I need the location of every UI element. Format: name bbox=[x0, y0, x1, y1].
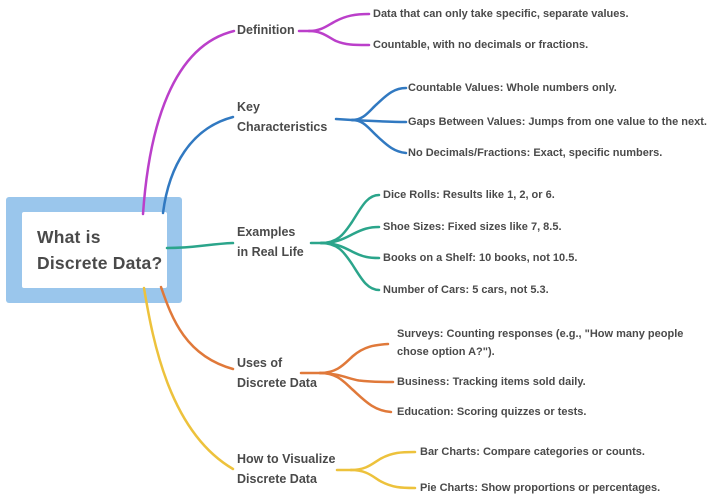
branch-label-key-characteristics[interactable]: Key Characteristics bbox=[237, 98, 327, 137]
examples-child-curve-1 bbox=[319, 193, 381, 245]
leaf-uses-2[interactable]: Business: Tracking items sold daily. bbox=[397, 376, 586, 388]
root-title-line-1: What is bbox=[37, 227, 101, 247]
leaf-visualize-2[interactable]: Pie Charts: Show proportions or percenta… bbox=[420, 482, 661, 494]
leaf-uses-1[interactable]: Surveys: Counting responses (e.g., "How … bbox=[397, 328, 684, 358]
root-title-line-2: Discrete Data? bbox=[37, 253, 163, 273]
definition-child-curve-1 bbox=[307, 12, 371, 33]
branch-label-examples[interactable]: Examples in Real Life bbox=[237, 223, 304, 262]
branch-label-line: Examples bbox=[237, 225, 296, 239]
leaf-key-1[interactable]: Countable Values: Whole numbers only. bbox=[408, 82, 617, 94]
uses-child-curve-3 bbox=[318, 371, 393, 414]
root-node[interactable]: What is Discrete Data? bbox=[22, 212, 167, 288]
leaf-key-3[interactable]: No Decimals/Fractions: Exact, specific n… bbox=[408, 147, 663, 159]
branch-label-visualize[interactable]: How to Visualize Discrete Data bbox=[237, 450, 335, 489]
branch-label-line: Characteristics bbox=[237, 119, 328, 134]
branch-label-line: How to Visualize bbox=[237, 452, 336, 466]
leaf-examples-4[interactable]: Number of Cars: 5 cars, not 5.3. bbox=[383, 284, 549, 296]
leaf-uses-3[interactable]: Education: Scoring quizzes or tests. bbox=[397, 406, 587, 418]
leaf-definition-2[interactable]: Countable, with no decimals or fractions… bbox=[373, 39, 589, 51]
curve-root-to-uses bbox=[159, 285, 235, 371]
leaf-examples-1[interactable]: Dice Rolls: Results like 1, 2, or 6. bbox=[383, 189, 555, 201]
branch-label-definition[interactable]: Definition bbox=[237, 21, 295, 41]
leaf-examples-2[interactable]: Shoe Sizes: Fixed sizes like 7, 8.5. bbox=[383, 221, 562, 233]
branch-label-line: Discrete Data bbox=[237, 375, 317, 390]
leaf-examples-3[interactable]: Books on a Shelf: 10 books, not 10.5. bbox=[383, 252, 578, 264]
curve-root-to-visualize bbox=[142, 286, 235, 471]
branch-lines-visualize bbox=[142, 286, 417, 490]
visualize-child-curve-1 bbox=[349, 450, 417, 472]
branch-label-line: Uses of bbox=[237, 356, 283, 370]
branch-label-uses[interactable]: Uses of Discrete Data bbox=[237, 354, 317, 393]
branch-lines-uses bbox=[159, 285, 395, 414]
curve-root-to-key bbox=[161, 115, 235, 215]
branch-lines-examples bbox=[165, 193, 381, 292]
branch-label-line: Key bbox=[237, 100, 260, 114]
key-fork-stem bbox=[334, 117, 354, 122]
key-child-curve-1 bbox=[350, 86, 408, 122]
leaf-definition-1[interactable]: Data that can only take specific, separa… bbox=[373, 8, 629, 20]
branch-lines-definition bbox=[141, 12, 371, 216]
examples-child-curve-4 bbox=[319, 241, 381, 292]
root-node-card bbox=[22, 212, 167, 288]
branch-label-line: Definition bbox=[237, 23, 295, 37]
examples-child-curve-2 bbox=[319, 225, 381, 245]
branch-label-line: Discrete Data bbox=[237, 471, 317, 486]
key-child-curve-3 bbox=[350, 118, 408, 155]
uses-child-curve-1 bbox=[318, 342, 390, 375]
leaf-visualize-1[interactable]: Bar Charts: Compare categories or counts… bbox=[420, 446, 645, 458]
branch-lines-key-characteristics bbox=[161, 86, 408, 215]
definition-child-curve-2 bbox=[307, 29, 371, 47]
curve-root-to-definition bbox=[141, 29, 236, 216]
curve-root-to-examples bbox=[165, 241, 235, 250]
branch-label-line: in Real Life bbox=[237, 244, 304, 259]
visualize-child-curve-2 bbox=[349, 468, 417, 490]
leaf-key-2[interactable]: Gaps Between Values: Jumps from one valu… bbox=[408, 116, 707, 128]
